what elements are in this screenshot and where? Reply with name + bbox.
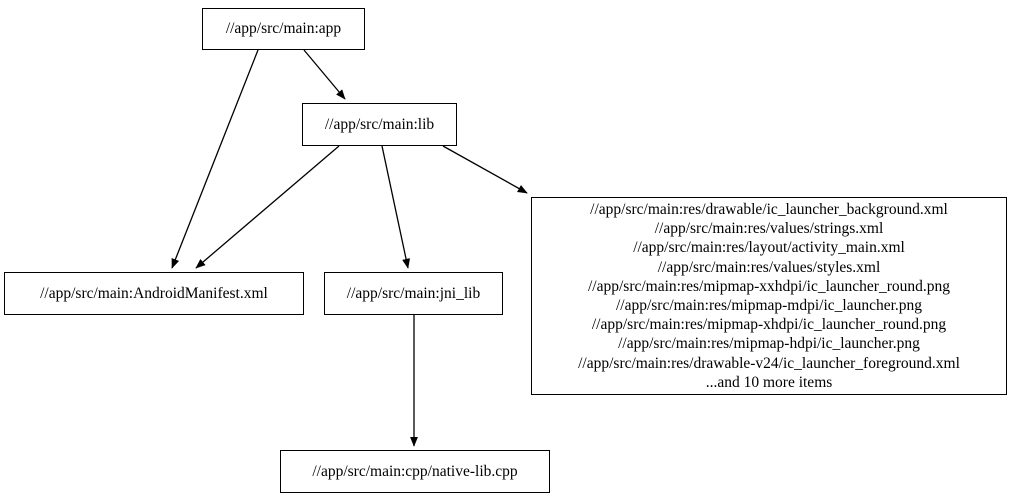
resource-line-4: //app/src/main:res/mipmap-xxhdpi/ic_laun… — [587, 277, 950, 295]
node-android-manifest-label: //app/src/main:AndroidManifest.xml — [40, 284, 268, 302]
node-lib-label: //app/src/main:lib — [324, 115, 435, 133]
node-lib[interactable]: //app/src/main:lib — [302, 103, 457, 146]
node-jni-lib[interactable]: //app/src/main:jni_lib — [324, 272, 503, 315]
edge-lib-to-jni-lib — [381, 145, 410, 269]
node-app-label: //app/src/main:app — [225, 20, 342, 38]
resource-line-2: //app/src/main:res/layout/activity_main.… — [633, 239, 905, 257]
node-jni-lib-label: //app/src/main:jni_lib — [346, 284, 481, 302]
node-app[interactable]: //app/src/main:app — [202, 8, 365, 50]
resource-line-9: ...and 10 more items — [705, 373, 833, 391]
resource-line-8: //app/src/main:res/drawable-v24/ic_launc… — [578, 354, 960, 372]
node-native-lib-cpp[interactable]: //app/src/main:cpp/native-lib.cpp — [280, 450, 550, 493]
node-resources-group-lines: //app/src/main:res/drawable/ic_launcher_… — [570, 200, 968, 392]
resource-line-0: //app/src/main:res/drawable/ic_launcher_… — [590, 200, 948, 218]
resource-line-3: //app/src/main:res/values/styles.xml — [657, 258, 881, 276]
resource-line-1: //app/src/main:res/values/strings.xml — [654, 220, 884, 238]
node-resources-group[interactable]: //app/src/main:res/drawable/ic_launcher_… — [531, 197, 1007, 395]
resource-line-5: //app/src/main:res/mipmap-mdpi/ic_launch… — [615, 297, 923, 314]
edge-app-to-manifest — [171, 49, 259, 269]
node-android-manifest[interactable]: //app/src/main:AndroidManifest.xml — [4, 272, 304, 315]
resource-line-7: //app/src/main:res/mipmap-hdpi/ic_launch… — [618, 335, 920, 353]
edge-app-to-lib — [303, 49, 346, 100]
edge-lib-to-manifest — [195, 145, 340, 269]
resource-line-6: //app/src/main:res/mipmap-xhdpi/ic_launc… — [591, 316, 947, 334]
edge-lib-to-resources — [442, 145, 528, 194]
node-native-lib-cpp-label: //app/src/main:cpp/native-lib.cpp — [312, 462, 518, 480]
